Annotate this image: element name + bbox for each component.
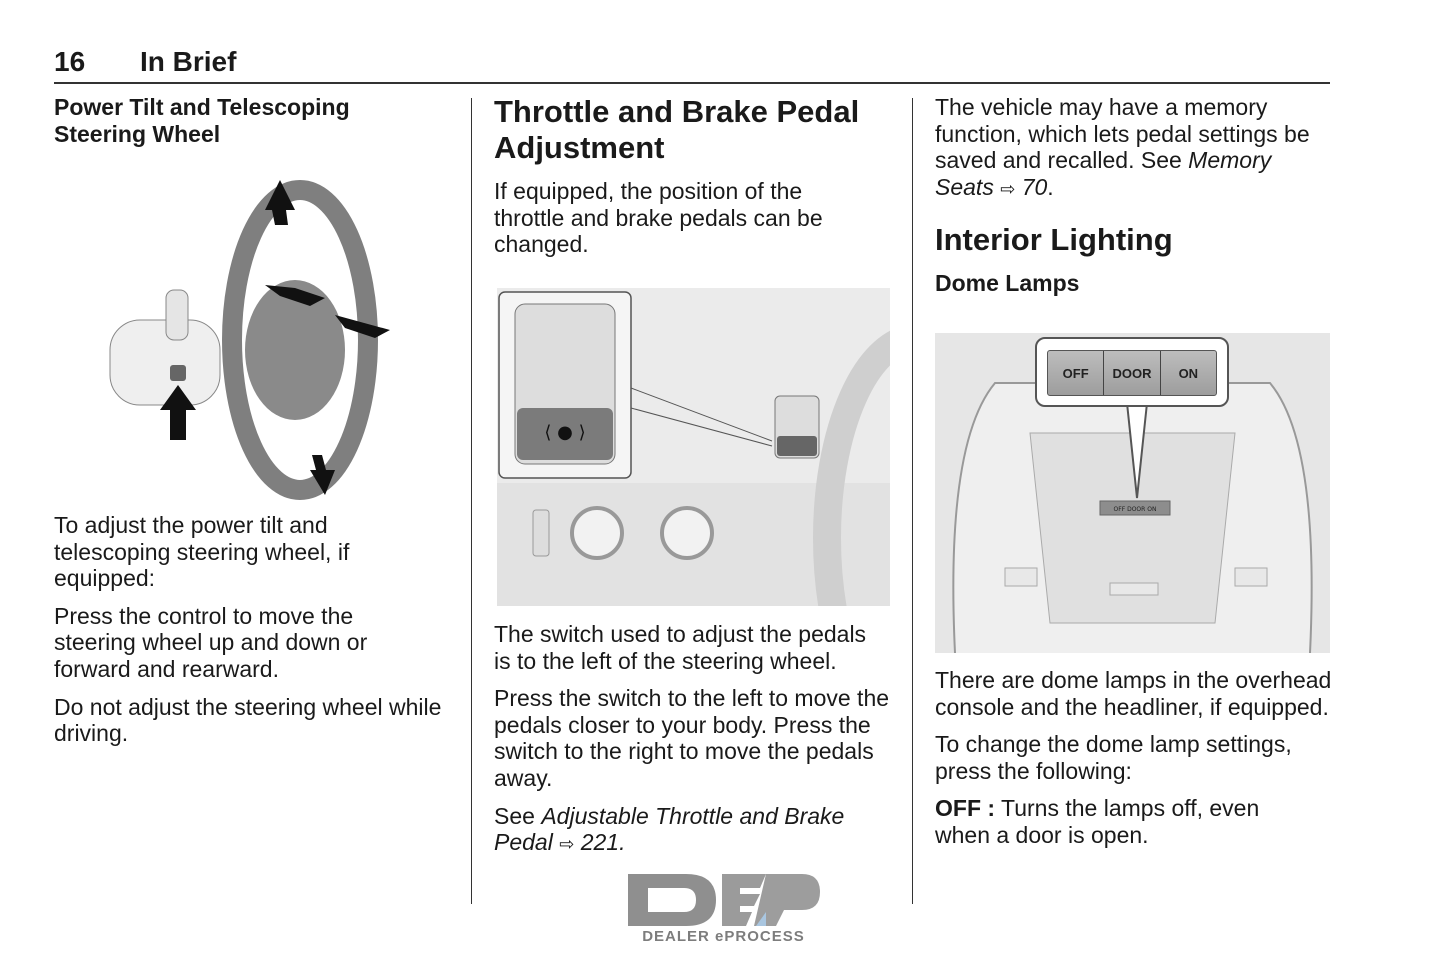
arrow-rearward-icon xyxy=(335,315,390,338)
paragraph: To change the dome lamp settings, press … xyxy=(935,731,1292,784)
page-ref-number[interactable]: 70 xyxy=(1021,173,1048,200)
steering-wheel-illustration xyxy=(109,180,390,500)
pedal-reference: See Adjustable Throttle and Brake Pedal … xyxy=(494,802,845,856)
page-ref-arrow-icon: ⇨ xyxy=(559,834,575,855)
steering-heading: Power Tilt and Telescoping Steering Whee… xyxy=(54,94,350,147)
pedal-heading: Throttle and Brake Pedal Adjustment xyxy=(494,94,860,165)
off-description: OFF : Turns the lamps off, even when a d… xyxy=(935,795,1260,848)
memory-paragraph: The vehicle may have a memory function, … xyxy=(935,94,1310,200)
tilt-control-icon xyxy=(170,365,186,381)
knob-icon xyxy=(660,506,714,560)
dome-on-button[interactable]: ON xyxy=(1178,365,1199,381)
column-lighting: The vehicle may have a memory function, … xyxy=(935,94,1335,297)
pedal-switch-illustration: ⟨ ● ⟩ xyxy=(497,288,890,606)
dome-off-button[interactable]: OFF xyxy=(1048,351,1105,395)
paragraph: To adjust the power tilt and telescoping… xyxy=(54,512,350,592)
svg-text:OFF DOOR ON: OFF DOOR ON xyxy=(1114,506,1157,513)
page-ref-number[interactable]: 221 xyxy=(580,829,620,856)
pedal-reference-link[interactable]: Adjustable Throttle and Brake Pedal xyxy=(494,802,845,856)
pedal-instructions: The switch used to adjust the pedals is … xyxy=(494,621,894,869)
pedal-switch-icon: ⟨ ● ⟩ xyxy=(544,422,585,443)
memory-seats-link[interactable]: Memory Seats xyxy=(935,147,1272,200)
paragraph: The switch used to adjust the pedals is … xyxy=(494,621,867,674)
arrow-up-icon xyxy=(160,385,196,440)
dep-logo-icon xyxy=(628,874,820,926)
watermark-text: DEALER ePROCESS xyxy=(642,928,805,945)
paragraph: There are dome lamps in the overhead con… xyxy=(935,667,1332,720)
dome-switch-panel: OFF DOOR ON xyxy=(1047,350,1217,396)
column-steering: Power Tilt and Telescoping Steering Whee… xyxy=(54,94,454,148)
dome-lamps-heading: Dome Lamps xyxy=(935,270,1080,297)
knob-icon xyxy=(570,506,624,560)
page-number: 16 xyxy=(54,46,86,77)
page-ref-arrow-icon: ⇨ xyxy=(1000,178,1016,199)
dome-lamp-instructions: There are dome lamps in the overhead con… xyxy=(935,667,1335,860)
section-title: In Brief xyxy=(140,46,237,77)
paragraph: If equipped, the position of the throttl… xyxy=(494,178,823,258)
column-divider xyxy=(912,98,913,904)
paragraph: Press the control to move the steering w… xyxy=(54,602,368,682)
interior-lighting-heading: Interior Lighting xyxy=(935,222,1173,258)
paragraph: Press the switch to the left to move the… xyxy=(494,685,890,791)
paragraph: Do not adjust the steering wheel while d… xyxy=(54,693,442,747)
arrow-up-icon xyxy=(265,180,295,225)
dealer-eprocess-watermark: DEALER ePROCESS xyxy=(626,870,821,948)
page-header: 16 In Brief xyxy=(54,46,1330,84)
dome-switch-small xyxy=(1099,500,1171,516)
column-divider xyxy=(471,98,472,904)
arrow-forward-icon xyxy=(265,285,325,306)
steering-instructions: To adjust the power tilt and telescoping… xyxy=(54,512,454,758)
dome-door-button[interactable]: DOOR xyxy=(1104,351,1161,395)
arrow-down-icon xyxy=(310,455,335,495)
off-label: OFF : xyxy=(935,795,996,822)
column-pedal: Throttle and Brake Pedal Adjustment If e… xyxy=(494,94,894,269)
dome-lamp-illustration: OFF DOOR ON OFF DOOR ON xyxy=(935,333,1330,653)
